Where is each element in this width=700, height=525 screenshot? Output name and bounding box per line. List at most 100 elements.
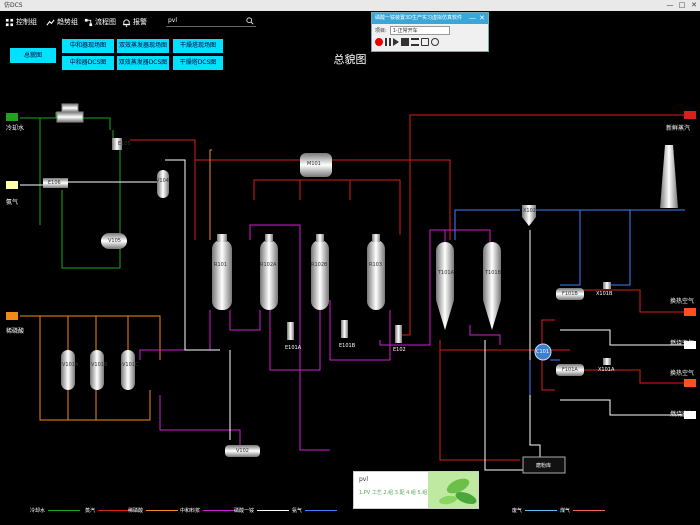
fuel-air-inlet-1-icon	[684, 341, 696, 349]
toolbar-label: 报警	[133, 18, 147, 26]
x102-separator	[522, 205, 536, 226]
project-select[interactable]: 1-正常开车	[389, 25, 450, 35]
steam-label: 新鲜蒸汽	[666, 125, 691, 132]
close-button[interactable]: ✕	[691, 1, 697, 9]
legend-item-slurry: 中和料浆	[180, 503, 236, 517]
legend-item-steam: 蒸汽	[85, 503, 131, 517]
m101-label: M101	[307, 161, 321, 167]
toolbar-alarm[interactable]: 报警	[122, 15, 147, 29]
legend-item-cooling: 冷却水	[30, 503, 81, 517]
window-titlebar: 仿DCS — □ ✕	[0, 0, 700, 11]
legend-item-acid: 稀磷酸	[128, 503, 179, 517]
project-row: 项目: 1-正常开车	[372, 24, 488, 36]
f101b-label: F101B	[562, 291, 578, 297]
m101-mixer	[300, 153, 332, 177]
nav-evaporator-dcs[interactable]: 双效蒸发器DCS图	[117, 56, 169, 70]
e105b-exchanger	[112, 138, 122, 150]
acid-label: 稀磷酸	[6, 328, 25, 335]
reactor-r101	[212, 234, 232, 310]
window-title: 仿DCS	[4, 2, 23, 9]
trend-icon	[46, 18, 55, 26]
r103-label: R103	[369, 262, 383, 268]
x101a-label: X101A	[598, 367, 615, 373]
c101-compressor	[534, 343, 552, 361]
legend-item-flue: 废气	[512, 503, 558, 517]
chimney	[660, 145, 678, 208]
v101c-tank	[121, 350, 135, 390]
v105-label: V105	[108, 238, 121, 244]
panel-minimize-button[interactable]: —	[469, 14, 476, 22]
nav-overview-button[interactable]: 总貌图	[10, 48, 56, 63]
e105-label: E105	[118, 141, 131, 147]
toolbar-label: 流程图	[95, 18, 116, 26]
toolbar-label: 控制组	[16, 18, 37, 26]
flow-icon	[84, 18, 93, 26]
project-label: 项目:	[375, 27, 387, 34]
hot-air-inlet-2-icon	[684, 379, 696, 387]
hot-air-inlet-1-icon	[684, 308, 696, 316]
toolbar-control-group[interactable]: 控制组	[5, 15, 37, 29]
simulator-panel-title: 磷酸一铵装置3D生产实习虚拟仿真软件	[375, 15, 463, 21]
grid-icon	[5, 18, 14, 26]
e101a-label: E101A	[285, 345, 302, 351]
nav-dryer-dcs[interactable]: 干燥塔DCS图	[173, 56, 223, 70]
play-icon[interactable]	[393, 38, 399, 46]
nav-evaporator-field[interactable]: 双效蒸发器现场图	[117, 39, 169, 53]
nav-neutralizer-field[interactable]: 中和器现场图	[62, 39, 114, 53]
r102b-label: R102B	[311, 262, 328, 268]
toolbar-trend-group[interactable]: 趋势组	[46, 15, 78, 29]
e101b-label: E101B	[339, 343, 356, 349]
page-title: 总貌图	[333, 53, 367, 66]
v104-vessel	[157, 170, 169, 198]
e101a-heater	[287, 322, 294, 340]
cooling-water-label: 冷却水	[6, 125, 25, 132]
search-value: pvl	[168, 17, 178, 24]
hot-air-1-label: 换热空气	[670, 298, 695, 305]
f101a-label: F101A	[562, 367, 578, 373]
search-icon[interactable]	[246, 17, 254, 25]
nav-dryer-field[interactable]: 干燥塔现场图	[173, 39, 223, 53]
e101b-heater	[341, 320, 348, 338]
x101b-label: X101B	[596, 291, 613, 297]
cooling-water-inlet-icon	[6, 113, 18, 121]
maximize-button[interactable]: □	[678, 1, 686, 9]
simulator-panel-header: 磷酸一铵装置3D生产实习虚拟仿真软件 — ✕	[372, 13, 488, 24]
v104-label: V104	[156, 178, 169, 184]
camera-icon[interactable]	[421, 38, 429, 46]
acid-inlet-icon	[6, 312, 18, 320]
reactor-r102a	[260, 234, 278, 310]
settings-icon[interactable]	[431, 38, 439, 46]
reactor-r102b	[311, 234, 329, 310]
product-lines	[20, 159, 685, 471]
hot-air-2-label: 换热空气	[670, 370, 695, 377]
ammonia-inlet-icon	[6, 181, 18, 189]
steam-lines	[130, 114, 685, 461]
popup-title: pvl	[359, 476, 369, 483]
e106-exchanger	[43, 178, 68, 188]
v105-vessel	[101, 233, 127, 249]
slurry-lines	[139, 224, 501, 451]
panel-close-button[interactable]: ✕	[479, 14, 485, 22]
simulator-panel: 磷酸一铵装置3D生产实习虚拟仿真软件 — ✕ 项目: 1-正常开车	[371, 12, 489, 52]
nav-neutralizer-dcs[interactable]: 中和器DCS图	[62, 56, 114, 70]
v101b-label: V101B	[91, 362, 108, 368]
v101a-label: V101A	[62, 362, 79, 368]
steam-inlet-icon	[684, 111, 696, 119]
v101a-tank	[61, 350, 75, 390]
search-suggestion-popup[interactable]: pvl 1.PV 工艺 2.组 3.配 4.组 5.组	[353, 471, 479, 509]
t101b-label: T101B	[485, 270, 502, 276]
legend-item-gas: 煤气	[560, 503, 606, 517]
v101b-tank	[90, 350, 104, 390]
minimize-button[interactable]: —	[666, 1, 674, 9]
toolbar-flowchart[interactable]: 流程图	[84, 15, 116, 29]
list-icon[interactable]	[411, 38, 419, 46]
x101b-fan	[603, 282, 611, 289]
panel-tools	[372, 36, 488, 48]
stop-icon[interactable]	[401, 38, 409, 46]
record-icon[interactable]	[375, 38, 383, 46]
pause-icon[interactable]	[385, 38, 391, 46]
search-input[interactable]: pvl	[166, 16, 256, 27]
v102-label: V102	[236, 448, 249, 454]
fuel-air-2-label: 燃烧空气	[670, 411, 695, 418]
